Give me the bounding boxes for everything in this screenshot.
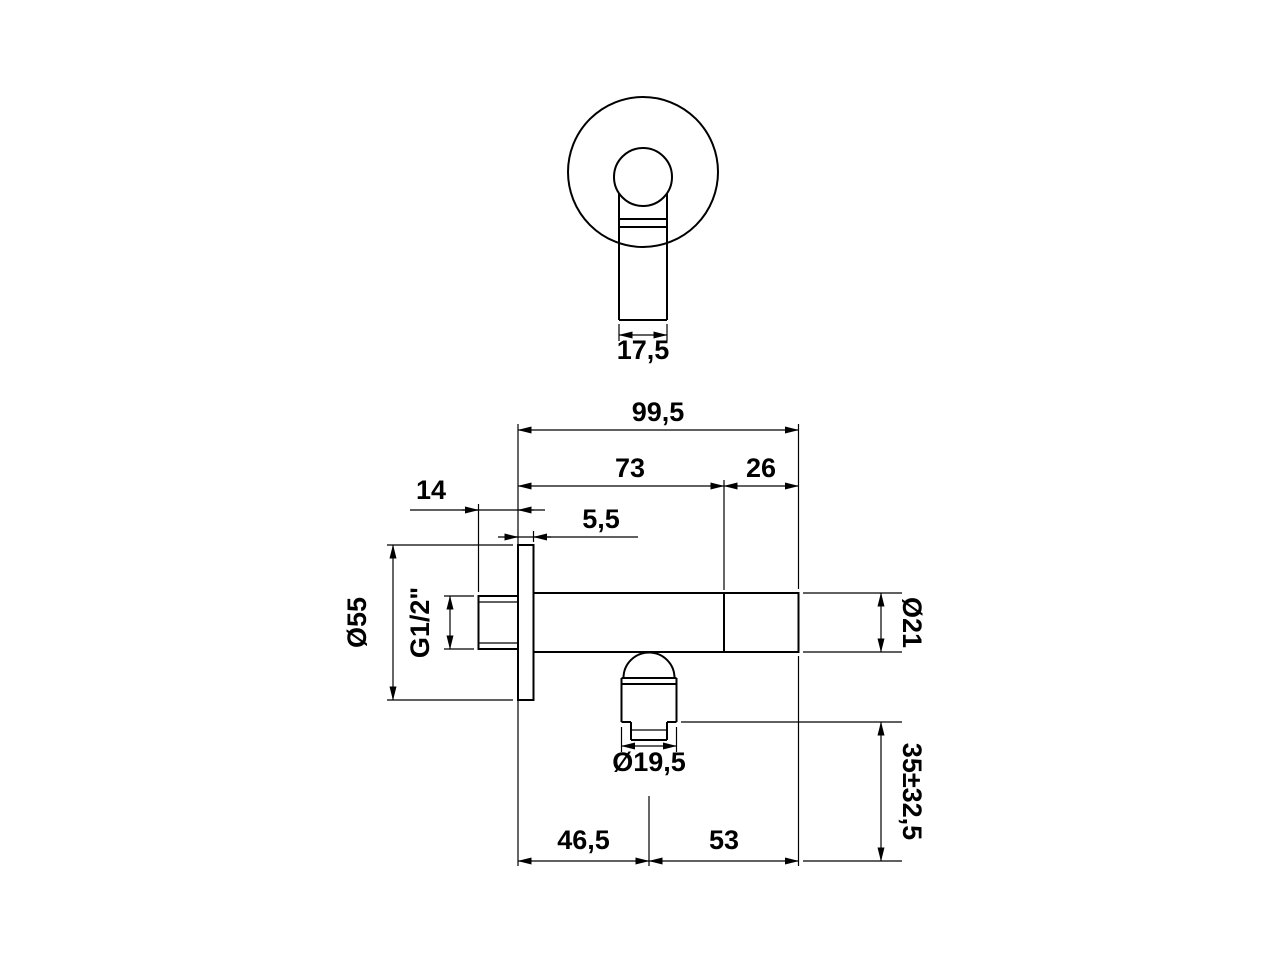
adjust-range-label: 35±32,5 xyxy=(897,743,927,840)
body-diameter-label: Ø21 xyxy=(897,597,927,648)
outlet-inner-circle xyxy=(613,147,673,207)
dim-flange-diameter: Ø55 xyxy=(342,544,513,701)
dimensions: 99,5 73 26 14 5,5 Ø55 xyxy=(342,397,927,866)
dim-front-and-end-length: 73 26 xyxy=(517,453,799,590)
dim-flange-thickness: 5,5 xyxy=(498,504,638,542)
holder-stem xyxy=(618,193,668,321)
wall-flange xyxy=(517,544,535,701)
outlet-spout xyxy=(620,651,678,741)
total-length-label: 99,5 xyxy=(632,397,685,427)
thread-size-label: G1/2" xyxy=(405,587,435,658)
outlet-to-end-label: 53 xyxy=(709,825,739,855)
stub-length-label: 14 xyxy=(416,475,446,505)
outlet-dome xyxy=(622,651,676,679)
side-view xyxy=(477,544,800,741)
dim-thread-size: G1/2" xyxy=(405,587,474,658)
flange-thickness-label: 5,5 xyxy=(582,504,620,534)
dim-bottom-offsets: 46,5 53 xyxy=(517,656,800,866)
dim-total-length: 99,5 xyxy=(517,397,800,589)
dim-adjust-range: 35±32,5 xyxy=(681,721,927,862)
dim-outlet-diameter: Ø19,5 xyxy=(612,727,686,777)
front-length-label: 73 xyxy=(615,453,645,483)
outlet-diameter-label: Ø19,5 xyxy=(612,747,686,777)
top-view: 17,5 xyxy=(567,96,719,365)
thread-stub xyxy=(477,595,519,650)
dim-stem-width: 17,5 xyxy=(617,324,670,365)
flange-diameter-label: Ø55 xyxy=(342,597,372,648)
wall-plate-outer-circle xyxy=(567,96,719,248)
dim-body-diameter: Ø21 xyxy=(803,592,927,653)
dim-stub-length: 14 xyxy=(410,475,545,592)
end-length-label: 26 xyxy=(746,453,776,483)
stem-width-label: 17,5 xyxy=(617,335,670,365)
outlet-offset-label: 46,5 xyxy=(557,825,610,855)
main-body xyxy=(532,592,800,653)
